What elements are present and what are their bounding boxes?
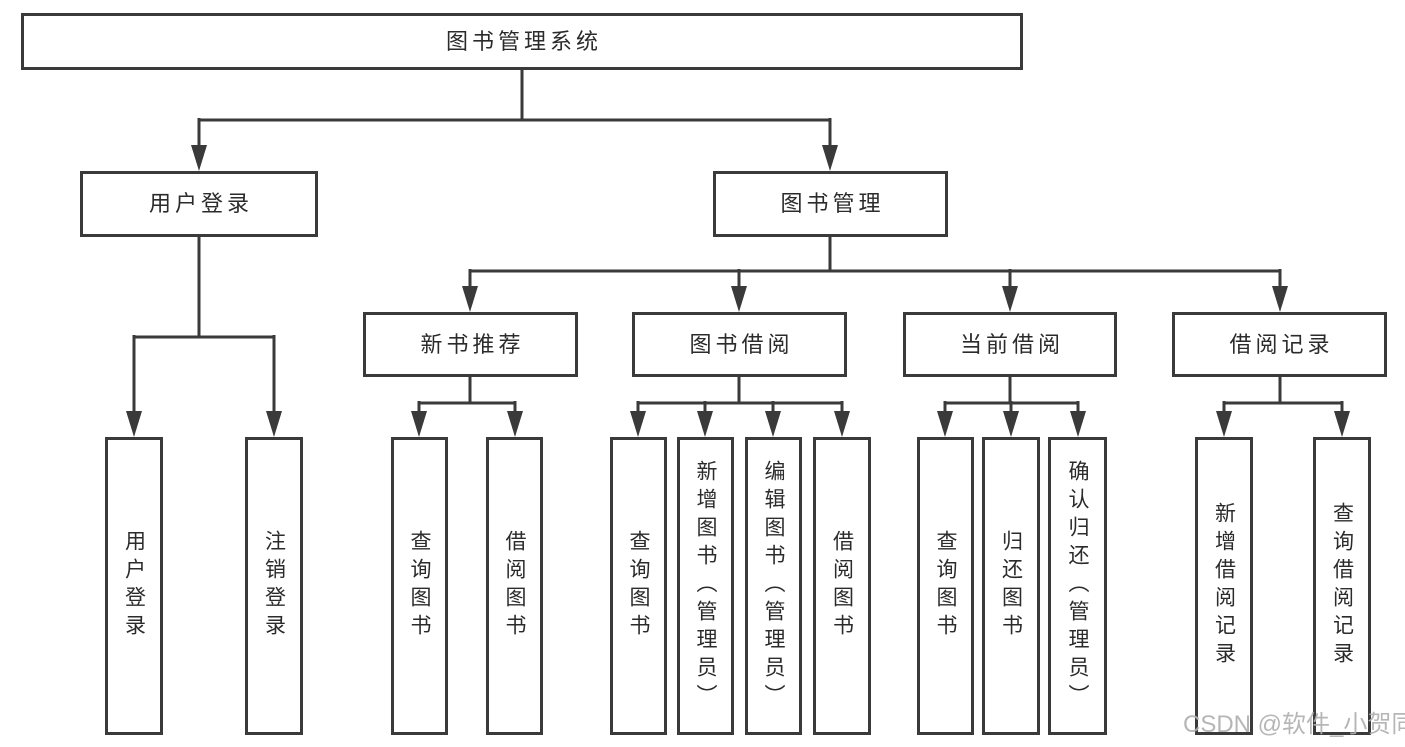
leaf-add-books-admin-label: 新增图书（管理员） — [694, 460, 717, 712]
leaf-user-login: 用户登录 — [105, 437, 163, 735]
leaf-edit-books-admin-label: 编辑图书（管理员） — [762, 460, 785, 712]
node-new-book-recommend-label: 新书推荐 — [420, 331, 525, 357]
leaf-user-login-label: 用户登录 — [122, 530, 146, 642]
leaf-confirm-return-admin-label: 确认归还（管理员） — [1066, 460, 1089, 712]
leaf-current-query-books: 查询图书 — [917, 437, 974, 735]
leaf-recommend-query-books: 查询图书 — [391, 437, 448, 735]
leaf-recommend-query-books-label: 查询图书 — [408, 530, 431, 642]
leaf-edit-books-admin: 编辑图书（管理员） — [745, 437, 802, 735]
node-book-management-label: 图书管理 — [780, 191, 885, 216]
arrowhead-icons — [126, 145, 1350, 437]
leaf-add-borrow-record: 新增借阅记录 — [1195, 437, 1253, 735]
leaf-recommend-borrow-books: 借阅图书 — [486, 437, 543, 735]
node-library-system: 图书管理系统 — [21, 13, 1023, 70]
leaf-return-books: 归还图书 — [982, 437, 1040, 735]
node-borrow-records: 借阅记录 — [1172, 312, 1387, 377]
leaf-return-books-label: 归还图书 — [999, 530, 1023, 642]
node-user-login: 用户登录 — [80, 171, 318, 237]
node-user-login-label: 用户登录 — [148, 191, 253, 216]
leaf-query-borrow-record: 查询借阅记录 — [1313, 437, 1371, 735]
leaf-current-query-books-label: 查询图书 — [934, 530, 957, 642]
node-current-borrow-label: 当前借阅 — [959, 331, 1064, 357]
leaf-borrow-query-books-label: 查询图书 — [627, 530, 650, 642]
leaf-recommend-borrow-books-label: 借阅图书 — [503, 530, 526, 642]
leaf-confirm-return-admin: 确认归还（管理员） — [1048, 437, 1107, 735]
node-library-system-label: 图书管理系统 — [445, 28, 602, 54]
node-current-borrow: 当前借阅 — [903, 312, 1117, 377]
node-borrow-records-label: 借阅记录 — [1229, 331, 1334, 357]
leaf-add-books-admin: 新增图书（管理员） — [677, 437, 734, 735]
node-book-management: 图书管理 — [713, 171, 948, 237]
node-book-borrow: 图书借阅 — [632, 312, 847, 377]
csdn-watermark: CSDN @软件_小贺同学 — [1183, 711, 1405, 738]
node-book-borrow-label: 图书借阅 — [689, 331, 794, 357]
leaf-add-borrow-record-label: 新增借阅记录 — [1212, 502, 1236, 670]
leaf-query-borrow-record-label: 查询借阅记录 — [1330, 502, 1354, 670]
node-new-book-recommend: 新书推荐 — [363, 312, 578, 377]
leaf-borrow-books-label: 借阅图书 — [830, 530, 854, 642]
leaf-logout-login: 注销登录 — [245, 437, 303, 735]
leaf-borrow-books: 借阅图书 — [813, 437, 871, 735]
leaf-logout-login-label: 注销登录 — [262, 530, 286, 642]
leaf-borrow-query-books: 查询图书 — [610, 437, 667, 735]
